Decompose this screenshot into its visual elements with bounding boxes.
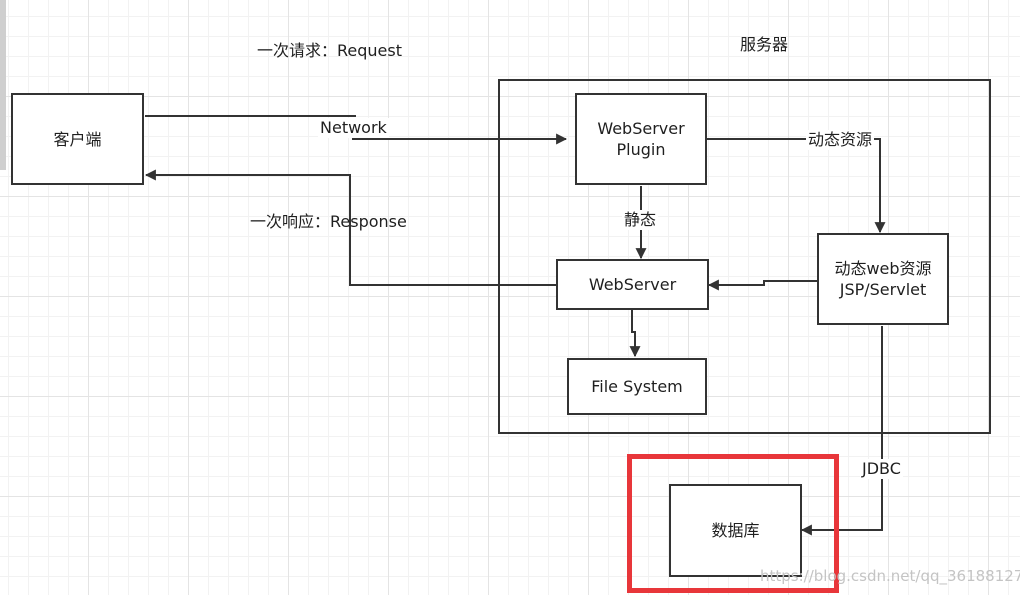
watermark: https://blog.csdn.net/qq_36188127 [760,567,1020,585]
file-system-node: File System [567,358,707,415]
response-arrow [144,169,557,286]
servlet-to-webserver-arrow [707,279,818,291]
webserver-to-filesystem-arrow [629,310,641,358]
dynamic-resource-arrow [706,138,886,234]
scrollbar-edge [0,0,6,170]
client-node: 客户端 [11,93,144,185]
dynamic-web-resource-node: 动态web资源 JSP/Servlet [817,233,949,325]
static-label: 静态 [622,210,659,230]
database-node: 数据库 [669,484,802,577]
server-container [498,79,991,434]
request-label: 一次请求：Request [257,41,402,60]
webserver-node: WebServer [556,259,709,310]
database-highlight-box [627,454,839,593]
webserver-plugin-node: WebServer Plugin [575,93,707,185]
jdbc-arrow [800,326,883,536]
server-title: 服务器 [740,35,789,54]
dynamic-resource-label: 动态资源 [806,130,875,150]
response-label: 一次响应：Response [250,212,407,231]
network-label: Network [318,118,389,138]
jdbc-label: JDBC [860,459,903,479]
